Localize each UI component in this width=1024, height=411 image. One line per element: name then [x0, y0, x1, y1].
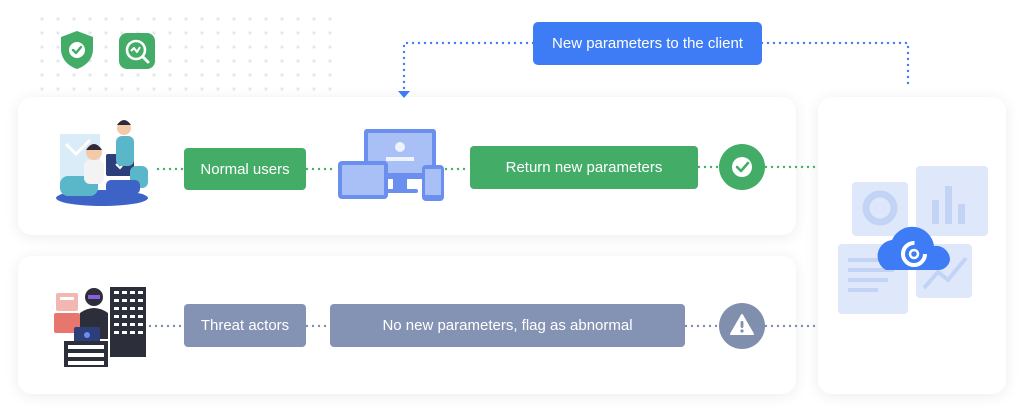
new-parameters-to-client-label: New parameters to the client: [533, 22, 762, 65]
normal-users-illustration: [54, 114, 158, 210]
cloud-logo-icon: [877, 226, 951, 271]
threat-actors-label: Threat actors: [184, 304, 306, 347]
return-new-parameters-label: Return new parameters: [470, 146, 698, 189]
warning-icon: [718, 302, 766, 350]
chart-search-icon: [118, 32, 156, 70]
shield-check-icon: [57, 29, 97, 71]
feedback-arrow-head: [398, 91, 410, 98]
feedback-line-right: [760, 41, 910, 90]
normal-users-label: Normal users: [184, 148, 306, 190]
cloud-server-illustration: [834, 164, 990, 318]
threat-actors-illustration: [52, 283, 148, 369]
devices-icon: [336, 127, 446, 203]
check-circle-icon: [718, 143, 766, 191]
feedback-line: [402, 41, 535, 94]
no-new-parameters-label: No new parameters, flag as abnormal: [330, 304, 685, 347]
